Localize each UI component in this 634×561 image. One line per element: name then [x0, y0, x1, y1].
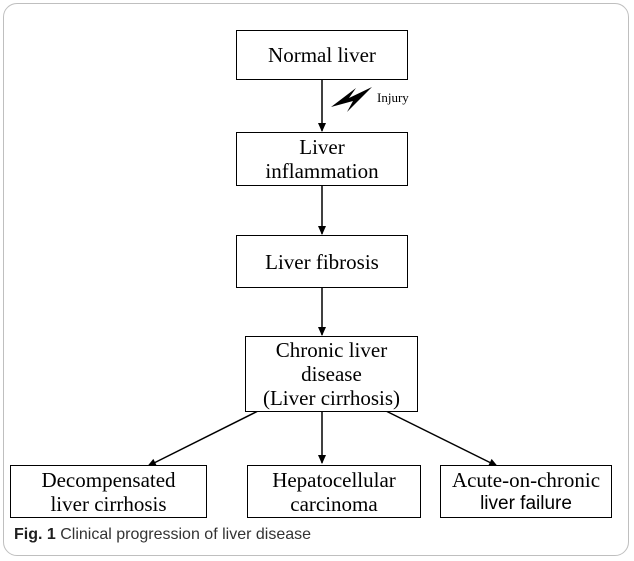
lightning-bolt-icon	[331, 87, 372, 112]
figure-caption: Fig. 1 Clinical progression of liver dis…	[14, 526, 311, 544]
arrow-chronic-to-aclf	[385, 410, 498, 467]
node-hepatocellular-carcinoma: Hepatocellular carcinoma	[247, 465, 421, 518]
node-liver-fibrosis-label: Liver fibrosis	[265, 249, 379, 274]
node-liver-fibrosis: Liver fibrosis	[236, 235, 408, 288]
node-acute-on-chronic-liver-failure: Acute-on-chronic liver failure	[440, 465, 612, 518]
node-hepatocellular-carcinoma-label: Hepatocellular carcinoma	[272, 467, 396, 516]
node-normal-liver-label: Normal liver	[268, 43, 376, 67]
edge-label-injury: Injury	[377, 90, 409, 105]
figure-caption-text: Clinical progression of liver disease	[60, 526, 312, 543]
arrow-chronic-to-decompensated	[147, 410, 259, 467]
node-chronic-liver-disease-label: Chronic liver disease (Liver cirrhosis)	[262, 338, 401, 410]
node-chronic-liver-disease: Chronic liver disease (Liver cirrhosis)	[245, 336, 418, 412]
node-decompensated-cirrhosis-label: Decompensated liver cirrhosis	[41, 467, 176, 516]
node-aclf-label-line1: Acute-on-chronic	[451, 467, 601, 492]
node-aclf-label-line2: liver failure	[480, 492, 572, 514]
node-normal-liver: Normal liver	[236, 30, 408, 80]
figure-caption-label: Fig. 1	[14, 526, 56, 543]
figure-frame	[3, 3, 629, 556]
node-liver-inflammation: Liver inflammation	[236, 132, 408, 186]
node-decompensated-cirrhosis: Decompensated liver cirrhosis	[10, 465, 207, 518]
node-liver-inflammation-label: Liver inflammation	[265, 135, 379, 183]
